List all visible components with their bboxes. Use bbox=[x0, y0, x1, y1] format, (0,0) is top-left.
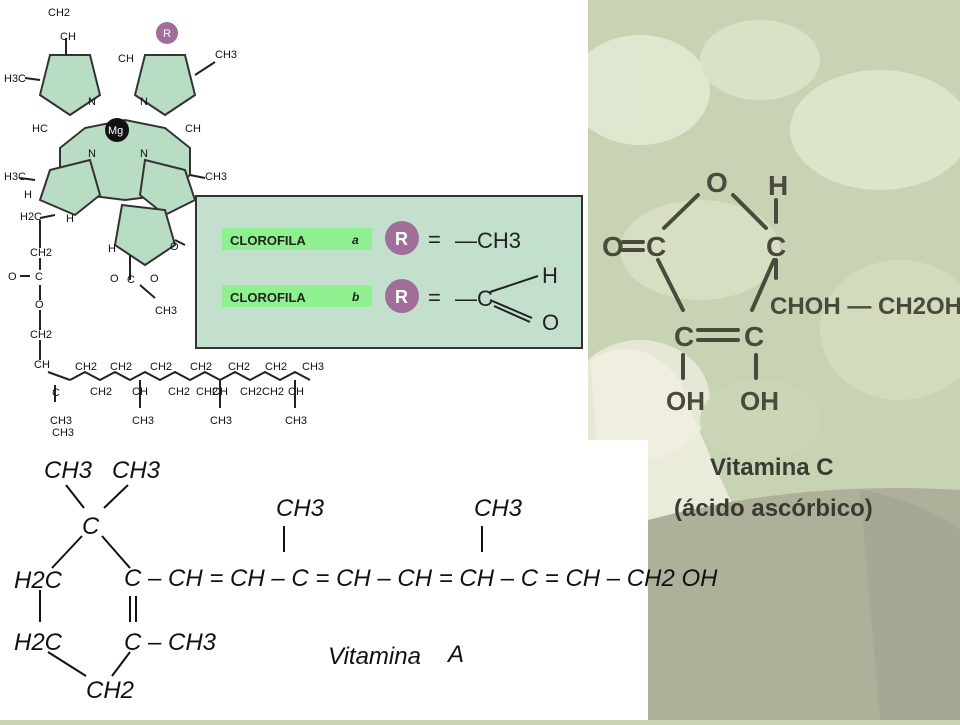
vc-oh-right: OH bbox=[740, 386, 779, 416]
va-h2c-1: H2C bbox=[14, 567, 63, 594]
va-ch2-bottom: CH2 bbox=[86, 677, 134, 704]
chlorophyll-panel: CH2 CH R CH3 H3C CH N N Mg HC CH N N H3C… bbox=[0, 0, 588, 440]
phytyl-top-6: CH3 bbox=[302, 361, 324, 373]
legend-a-letter: a bbox=[352, 233, 359, 247]
atom-c-ester2: C bbox=[127, 274, 135, 286]
phytyl-top-5: CH2 bbox=[265, 361, 287, 373]
phytyl-top-4: CH2 bbox=[228, 361, 250, 373]
atom-ch3-phytyl: CH3 bbox=[50, 415, 72, 427]
legend-a-group: —CH3 bbox=[455, 228, 521, 253]
va-ch3-m1: CH3 bbox=[276, 495, 325, 522]
atom-o-methyl: O bbox=[150, 273, 159, 285]
phytyl-mid-5: CH2 bbox=[240, 386, 262, 398]
atom-ch2-top: CH2 bbox=[48, 7, 70, 19]
atom-o-ester: O bbox=[35, 299, 44, 311]
legend-a-r: R bbox=[395, 229, 408, 249]
vc-c-br: C bbox=[744, 321, 764, 352]
phytyl-bottom-1: CH3 bbox=[210, 415, 232, 427]
legend-b-group: —C bbox=[455, 286, 493, 311]
va-ch3-ring: C – CH3 bbox=[124, 629, 217, 656]
phytyl-mid-0: CH2 bbox=[90, 386, 112, 398]
phytyl-top-0: CH2 bbox=[75, 361, 97, 373]
atom-ch-right: CH bbox=[185, 123, 201, 135]
vc-c-left: C bbox=[646, 231, 666, 262]
vc-o-left: O bbox=[602, 231, 624, 262]
atom-h-lower: H bbox=[66, 213, 74, 225]
atom-mg: Mg bbox=[108, 125, 123, 137]
r-badge-structure: R bbox=[163, 28, 171, 40]
va-h2c-2: H2C bbox=[14, 629, 63, 656]
phytyl-mid-6: CH2 bbox=[262, 386, 284, 398]
va-c-top: C bbox=[82, 513, 100, 540]
phytyl-mid-7: CH bbox=[288, 386, 304, 398]
legend-b-eq: = bbox=[428, 285, 441, 310]
va-ch3-a: CH3 bbox=[44, 457, 93, 484]
atom-ch2-chain1: CH2 bbox=[30, 247, 52, 259]
atom-n-tl: N bbox=[88, 96, 96, 108]
atom-ch-top: CH bbox=[118, 53, 134, 65]
atom-ch3-tr: CH3 bbox=[215, 49, 237, 61]
phytyl-mid-1: CH bbox=[132, 386, 148, 398]
phytyl-bottom-3: CH3 bbox=[52, 427, 74, 439]
atom-c-phytyl: C bbox=[52, 387, 60, 399]
vc-o-ring: O bbox=[706, 167, 728, 198]
atom-h3c-left: H3C bbox=[4, 73, 26, 85]
legend-a-label: CLOROFILA bbox=[230, 233, 306, 248]
legend-b-o: O bbox=[542, 310, 559, 335]
atom-h-keto: H bbox=[108, 243, 116, 255]
vc-h-top: H bbox=[768, 170, 788, 201]
phytyl-mid-2: CH2 bbox=[168, 386, 190, 398]
atom-ch2-chain2: CH2 bbox=[30, 329, 52, 341]
atom-o-ester2: O bbox=[110, 273, 119, 285]
atom-n-br: N bbox=[140, 148, 148, 160]
va-chain: C – CH = CH – C = CH – CH = CH – C = CH … bbox=[124, 565, 718, 592]
phytyl-top-1: CH2 bbox=[110, 361, 132, 373]
atom-ch-chain: CH bbox=[34, 359, 50, 371]
legend-b-r: R bbox=[395, 287, 408, 307]
atom-n-bl: N bbox=[88, 148, 96, 160]
legend-b-letter: b bbox=[352, 290, 359, 304]
atom-hc-left: HC bbox=[32, 123, 48, 135]
atom-h2c-chain: H2C bbox=[20, 211, 42, 223]
atom-h-left: H bbox=[24, 189, 32, 201]
legend-a-eq: = bbox=[428, 227, 441, 252]
phytyl-mid-3: CH2 bbox=[196, 386, 218, 398]
phytyl-mid-4: CH bbox=[212, 386, 228, 398]
vitamin-c-subtitle: (ácido ascórbico) bbox=[674, 495, 873, 522]
chlorophyll-legend: CLOROFILA a R = —CH3 CLOROFILA b R = —C … bbox=[195, 195, 583, 349]
atom-ch-vinyl: CH bbox=[60, 31, 76, 43]
phytyl-top-2: CH2 bbox=[150, 361, 172, 373]
atom-c-ester: C bbox=[35, 271, 43, 283]
vc-oh-left: OH bbox=[666, 386, 705, 416]
phytyl-bottom-0: CH3 bbox=[132, 415, 154, 427]
atom-o-keto: O bbox=[170, 241, 179, 253]
phytyl-top-3: CH2 bbox=[190, 361, 212, 373]
va-ch3-m2: CH3 bbox=[474, 495, 523, 522]
vitamin-c-structure: O H O C C CHOH — CH2OH C C OH OH Vitamin… bbox=[602, 167, 960, 522]
vitamin-a-title: Vitamina bbox=[328, 643, 421, 670]
vitamin-a-letter: A bbox=[446, 641, 464, 668]
atom-ch3-right: CH3 bbox=[205, 171, 227, 183]
vitamin-c-title: Vitamina C bbox=[710, 454, 834, 481]
atom-ch3-methyl: CH3 bbox=[155, 305, 177, 317]
atom-n-tr: N bbox=[140, 96, 148, 108]
va-ch3-b: CH3 bbox=[112, 457, 161, 484]
vc-c-right: C bbox=[766, 231, 786, 262]
atom-o-carbonyl: O bbox=[8, 271, 17, 283]
phytyl-bottom-2: CH3 bbox=[285, 415, 307, 427]
legend-b-label: CLOROFILA bbox=[230, 290, 306, 305]
atom-h3c-left2: H3C bbox=[4, 171, 26, 183]
vitamin-a-panel: CH3 CH3 C H2C H2C CH2 C – CH3 CH3 CH3 C … bbox=[0, 440, 718, 720]
vc-c-bl: C bbox=[674, 321, 694, 352]
vc-chain: CHOH — CH2OH bbox=[770, 293, 960, 320]
legend-b-h: H bbox=[542, 263, 558, 288]
